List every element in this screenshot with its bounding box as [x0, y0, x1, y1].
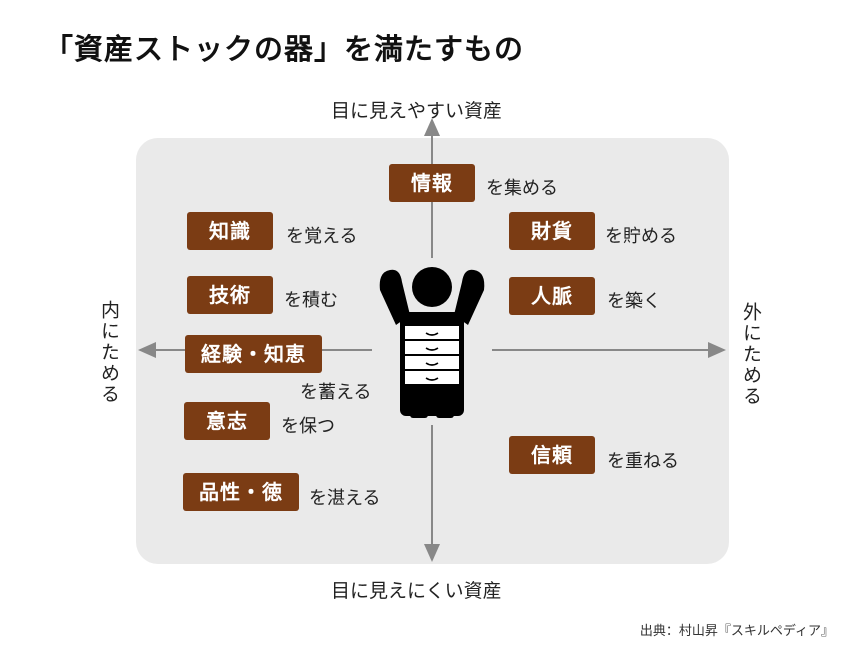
axis-label-right: 外にためる: [740, 302, 762, 407]
tag-skill: 技術: [187, 276, 273, 314]
tag-will: 意志: [184, 402, 270, 440]
tag-character: 品性・徳: [183, 473, 299, 511]
verb-network: を築く: [607, 291, 661, 312]
axis-label-bottom: 目に見えにくい資産: [331, 580, 502, 602]
tag-knowledge: 知識: [187, 212, 273, 250]
verb-knowledge: を覚える: [286, 226, 358, 247]
person-drawer-icon: [379, 267, 485, 418]
tag-experience: 経験・知恵: [185, 335, 322, 373]
verb-skill: を積む: [284, 290, 338, 311]
verb-character: を湛える: [309, 488, 381, 509]
tag-network: 人脈: [509, 277, 595, 315]
verb-will: を保つ: [281, 416, 335, 437]
diagram-title: 「資産ストックの器」を満たすもの: [44, 32, 525, 66]
verb-wealth: を貯める: [605, 226, 677, 247]
axis-label-left: 内にためる: [98, 300, 120, 405]
axis-label-top: 目に見えやすい資産: [331, 100, 503, 122]
tag-trust: 信頼: [509, 436, 595, 474]
verb-experience: を蓄える: [300, 382, 372, 403]
verb-trust: を重ねる: [607, 451, 679, 472]
source-citation: 出典：村山昇『スキルペディア』: [639, 624, 834, 639]
tag-wealth: 財貨: [509, 212, 595, 250]
tag-info: 情報: [389, 164, 475, 202]
verb-info: を集める: [486, 178, 558, 199]
